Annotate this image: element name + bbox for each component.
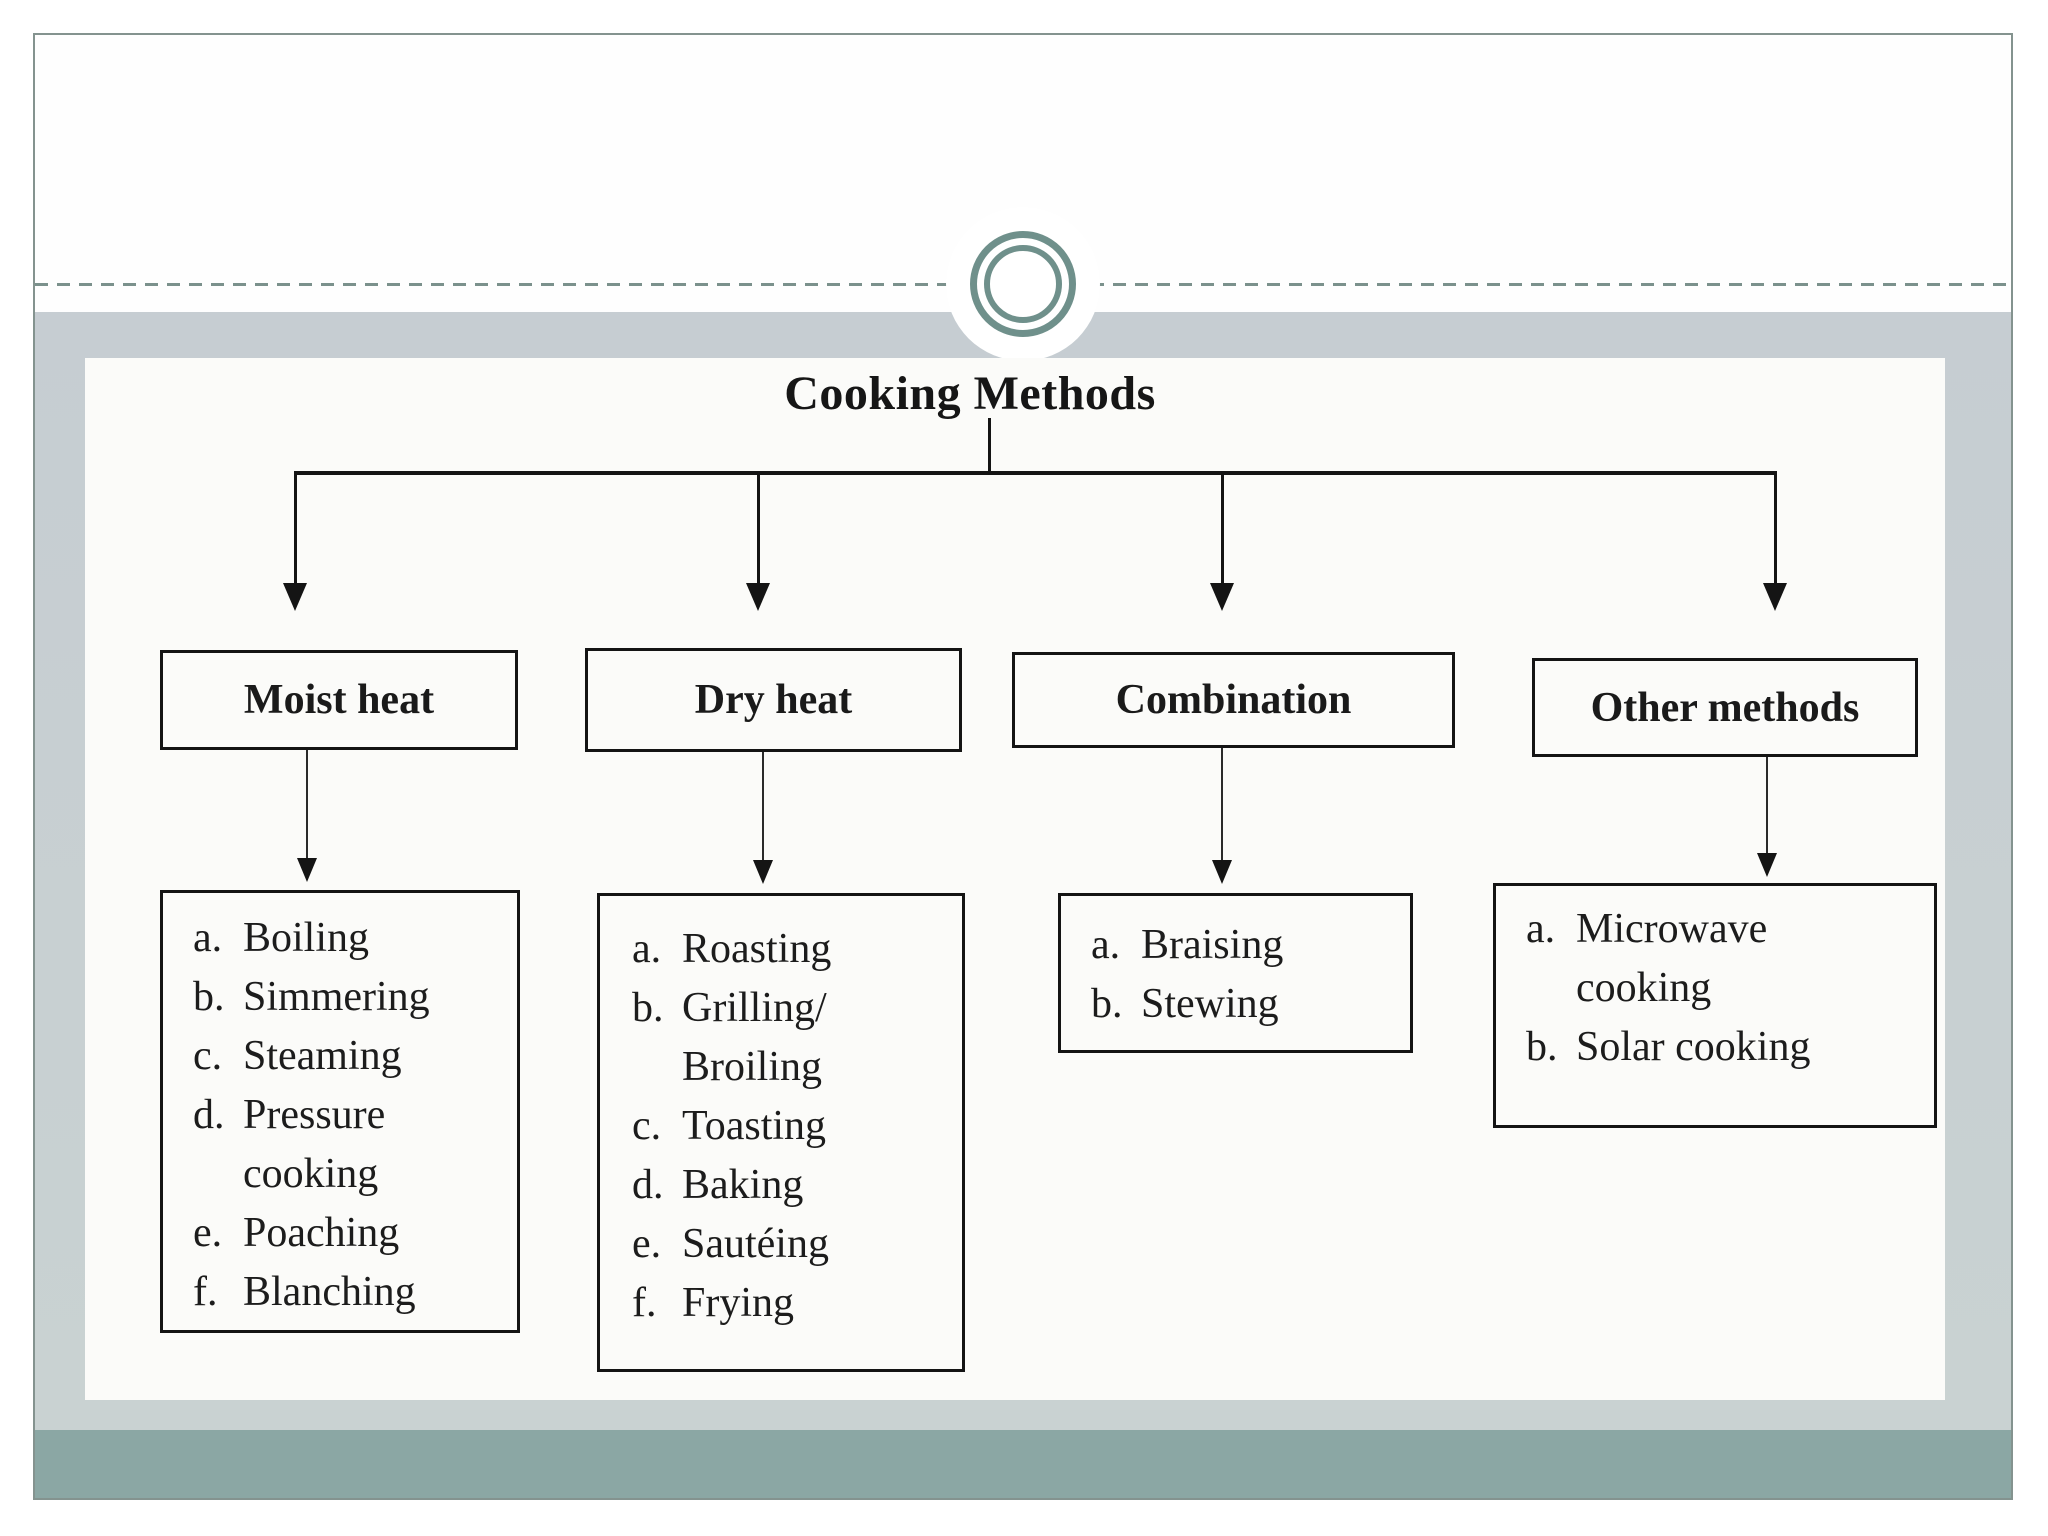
connector-moist-heat-list <box>306 750 308 858</box>
connector-other-methods-list <box>1766 757 1768 853</box>
arrow-down-icon <box>283 583 307 611</box>
method-list-combination: a. Braising b. Stewing <box>1058 893 1413 1053</box>
connector-combination-list <box>1221 748 1223 860</box>
list-item: a. Microwave cooking <box>1526 906 1768 1011</box>
category-box-other-methods: Other methods <box>1532 658 1918 757</box>
connector-title-stub <box>988 418 991 471</box>
list-item: c. Toasting <box>632 1103 827 1149</box>
connector-horizontal-line <box>295 471 1775 475</box>
list-item: d. Pressure cooking <box>193 1092 386 1197</box>
double-circle-ornament-inner-icon <box>984 245 1062 323</box>
list-item: a. Boiling <box>193 915 370 961</box>
connector-combination <box>1221 471 1224 583</box>
list-item: b. Grilling/ Broiling <box>632 985 827 1090</box>
category-box-dry-heat: Dry heat <box>585 648 962 752</box>
list-item: e. Poaching <box>193 1210 400 1256</box>
connector-dry-heat-list <box>762 752 764 860</box>
list-item: f. Frying <box>632 1280 795 1326</box>
method-list-other-methods: a. Microwave cooking b. Solar cooking <box>1493 883 1937 1128</box>
arrow-down-icon <box>1763 583 1787 611</box>
list-item: f. Blanching <box>193 1269 416 1315</box>
list-item: a. Roasting <box>632 926 832 972</box>
list-item: b. Simmering <box>193 974 430 1020</box>
arrow-down-icon <box>1210 583 1234 611</box>
list-item: e. Sautéing <box>632 1221 829 1267</box>
arrow-down-icon <box>753 860 773 884</box>
list-item: b. Stewing <box>1091 981 1279 1027</box>
connector-dry-heat <box>757 471 760 583</box>
method-list-moist-heat: a. Boiling b. Simmering c. Steaming d. P… <box>160 890 520 1333</box>
arrow-down-icon <box>297 858 317 882</box>
list-item: d. Baking <box>632 1162 804 1208</box>
arrow-down-icon <box>1212 860 1232 884</box>
arrow-down-icon <box>1757 853 1777 877</box>
list-item: c. Steaming <box>193 1033 402 1079</box>
double-circle-ornament-icon <box>970 231 1076 337</box>
category-box-moist-heat: Moist heat <box>160 650 518 750</box>
diagram-title: Cooking Methods <box>784 367 1156 420</box>
arrow-down-icon <box>746 583 770 611</box>
category-box-combination: Combination <box>1012 652 1455 748</box>
slide-footer-band <box>35 1430 2011 1499</box>
list-item: b. Solar cooking <box>1526 1024 1811 1070</box>
connector-moist-heat <box>294 471 297 583</box>
content-panel: Cooking Methods Moist heat Dry heat Comb… <box>85 358 1945 1400</box>
connector-other-methods <box>1774 471 1777 583</box>
method-list-dry-heat: a. Roasting b. Grilling/ Broiling c. Toa… <box>597 893 965 1372</box>
list-item: a. Braising <box>1091 922 1284 968</box>
